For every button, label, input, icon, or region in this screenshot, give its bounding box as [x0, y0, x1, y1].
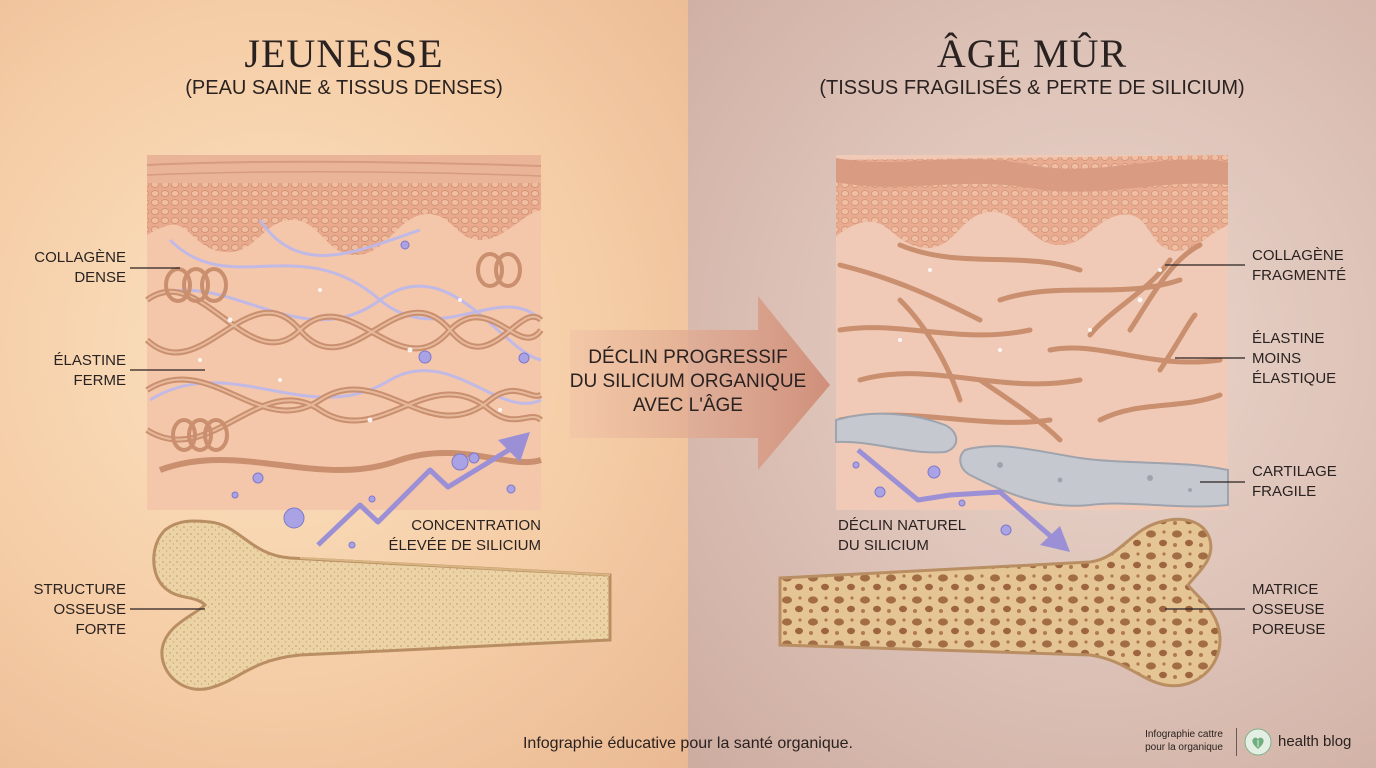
brand-separator — [1236, 728, 1237, 756]
youth-skin-surface — [147, 155, 541, 183]
silicon-declining-arrow — [856, 448, 1057, 542]
label-fragile-cartilage: CARTILAGE FRAGILE — [1252, 463, 1337, 500]
label-porous-bone: MATRICE OSSEUSE POREUSE — [1252, 581, 1326, 638]
maturity-cartilage-left — [835, 412, 958, 454]
maturity-title: ÂGE MÛR — [936, 31, 1128, 76]
footer-caption: Infographie éducative pour la santé orga… — [522, 735, 853, 752]
label-dense-collagen: COLLAGÈNE DENSE — [34, 249, 126, 286]
brand-tagline: Infographie cattre pour la organique — [1145, 729, 1223, 753]
progressive-decline-text: DÉCLIN PROGRESSIF DU SILICIUM ORGANIQUE … — [569, 347, 807, 416]
youth-subtitle: (PEAU SAINE & TISSUS DENSES) — [185, 77, 503, 99]
youth-collagen-coils — [164, 252, 522, 452]
brand-name: health blog — [1278, 733, 1352, 750]
label-strong-bone: STRUCTURE OSSEUSE FORTE — [33, 581, 127, 638]
maturity-cartilage-right — [959, 445, 1229, 508]
label-silicon-decline: DÉCLIN NATUREL DU SILICIUM — [838, 517, 967, 554]
brand-block: Infographie cattre pour la organique hea… — [1138, 726, 1370, 758]
leader-lines — [130, 264, 1245, 610]
label-high-silicon: CONCENTRATION ÉLEVÉE DE SILICIUM — [388, 517, 541, 554]
label-firm-elastin: ÉLASTINE FERME — [53, 352, 126, 389]
maturity-skin-surface — [836, 158, 1228, 192]
youth-tissue-block — [144, 155, 612, 691]
label-less-elastic-elastin: ÉLASTINE MOINS ÉLASTIQUE — [1252, 330, 1337, 387]
maturity-subtitle: (TISSUS FRAGILISÉS & PERTE DE SILICIUM) — [819, 77, 1245, 99]
silicon-rising-arrow — [316, 445, 514, 547]
label-fragmented-collagen: COLLAGÈNE FRAGMENTÉ — [1252, 247, 1347, 284]
youth-bone — [152, 519, 612, 691]
maturity-silicon-particles — [852, 461, 1012, 536]
youth-sparkles — [198, 288, 502, 423]
youth-title: JEUNESSE — [244, 31, 444, 76]
youth-silicon-particles — [231, 240, 530, 549]
maturity-sparkles — [898, 268, 1162, 352]
maturity-bone — [778, 517, 1222, 688]
maturity-tissue-block — [778, 155, 1229, 688]
leaf-heart-icon — [1244, 728, 1272, 756]
progressive-decline-arrow — [570, 296, 830, 470]
